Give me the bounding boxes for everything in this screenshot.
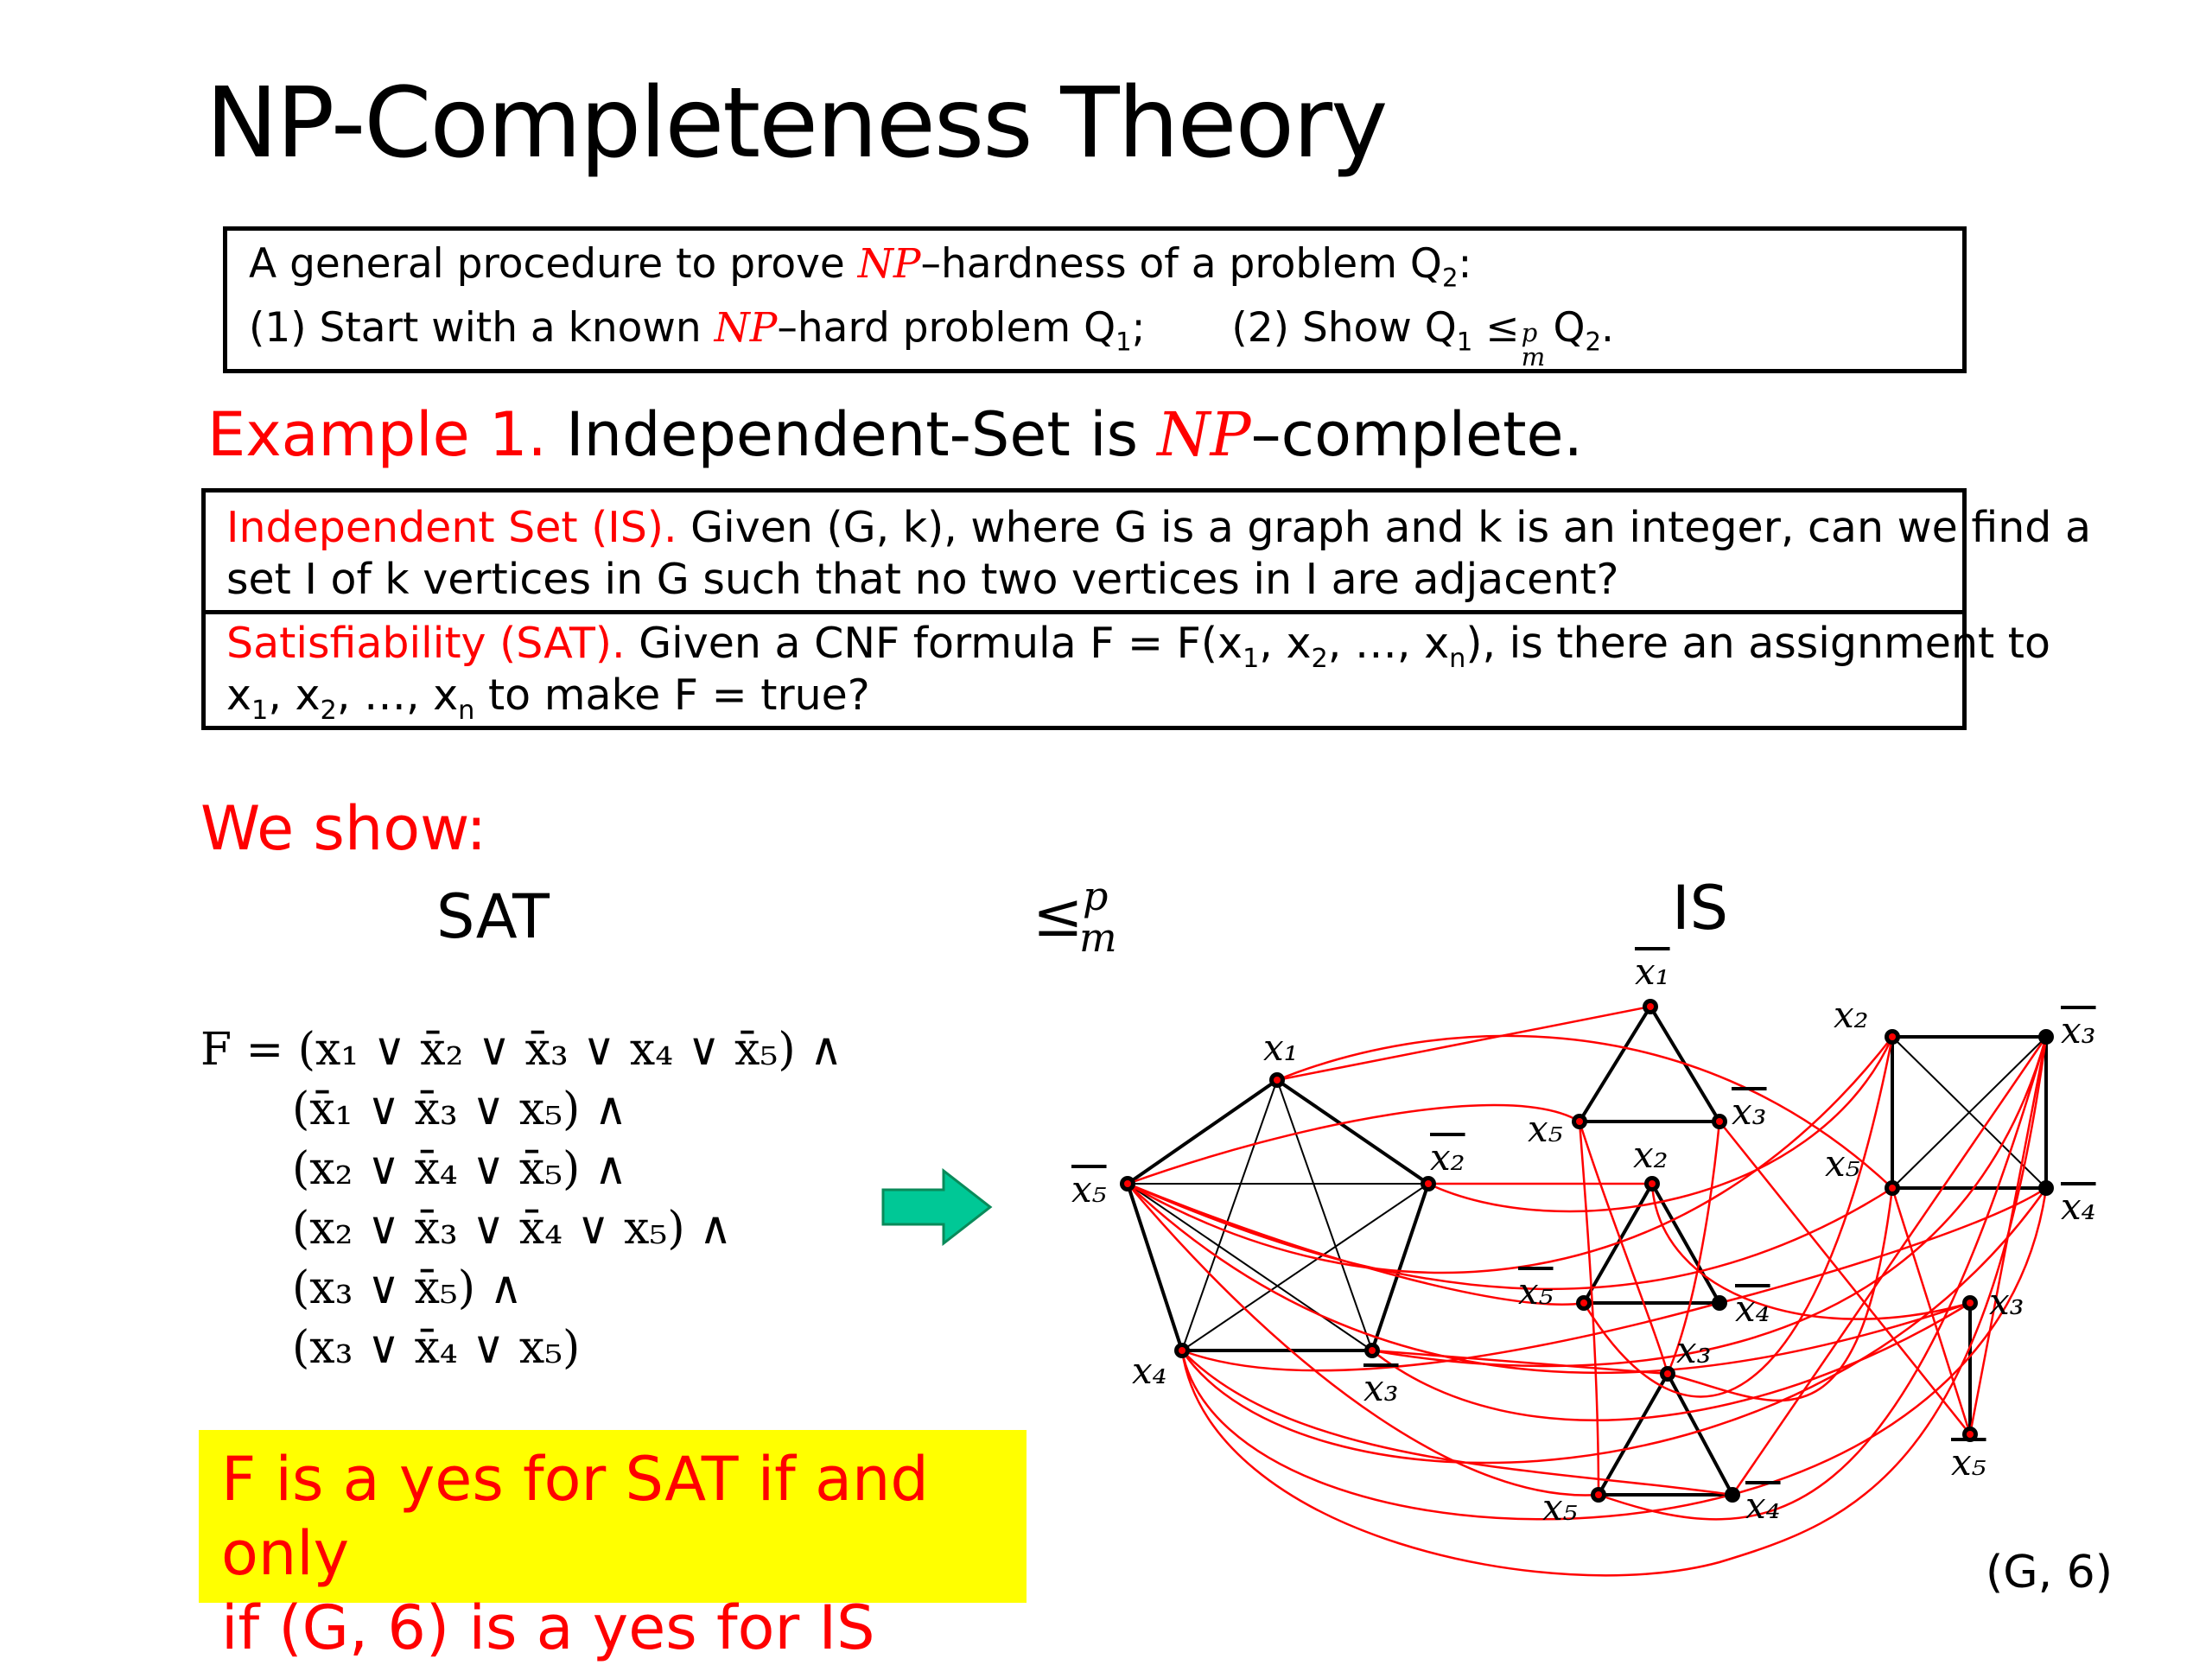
conclusion-line-2: if (G, 6) is a yes for IS	[221, 1592, 875, 1663]
example-title: Example 1. Independent-Set is NP–complet…	[207, 399, 1583, 470]
vertex-label-t2-r: x₄	[1735, 1287, 1770, 1330]
sat-definition-line-1: Satisfiability (SAT). Given a CNF formul…	[226, 619, 2050, 674]
vertex-label-p-x3: x₃	[1363, 1367, 1399, 1409]
is-definition-line-2: set I of k vertices in G such that no tw…	[226, 555, 1619, 604]
vertex-label-t1-r: x₃	[1732, 1090, 1767, 1133]
formula-line-1: F = (x₁ ∨ x̄₂ ∨ x̄₃ ∨ x₄ ∨ x̄₅) ∧	[200, 1024, 843, 1076]
formula-line-2: (x̄₁ ∨ x̄₃ ∨ x₅) ∧	[292, 1084, 627, 1135]
vertex-label-p-x2: x₂	[1430, 1136, 1465, 1179]
vertex-label-t3-l: x₅	[1542, 1486, 1578, 1528]
vertex-label-s-bl: x₅	[1825, 1142, 1860, 1185]
vertex-label-p-x5: x₅	[1071, 1168, 1107, 1211]
clause-triangles	[1576, 1003, 1736, 1497]
clause-1-clique	[1126, 1078, 1430, 1352]
right-arrow-icon	[881, 1168, 993, 1246]
formula-line-3: (x₂ ∨ x̄₄ ∨ x̄₅) ∧	[292, 1143, 627, 1195]
vertex-label-t3-r: x₄	[1745, 1484, 1781, 1527]
formula-line-5: (x₃ ∨ x̄₅) ∧	[292, 1262, 523, 1314]
sat-label: SAT	[436, 881, 550, 952]
is-definition-line-1: Independent Set (IS). Given (G, k), wher…	[226, 503, 2092, 552]
procedure-box	[223, 226, 1967, 373]
vertex-label-t1-l: x₅	[1528, 1108, 1563, 1150]
we-show-heading: We show:	[200, 793, 487, 864]
conclusion-line-1: F is a yes for SAT if and only	[221, 1444, 929, 1589]
vertex-label-p-x4: x₄	[1132, 1350, 1167, 1392]
vertex-label-e-bot: x₅	[1951, 1441, 1986, 1484]
sat-definition-line-2: x1, x2, …, xn to make F = true?	[226, 670, 870, 726]
vertex-label-s-tl: x₂	[1834, 994, 1869, 1036]
definitions-box	[201, 488, 1967, 730]
formula-line-4: (x₂ ∨ x̄₃ ∨ x̄₄ ∨ x₅) ∧	[292, 1203, 733, 1255]
page-title: NP-Completeness Theory	[206, 67, 1388, 180]
procedure-line-1: A general procedure to prove NP–hardness…	[249, 240, 1472, 293]
vertex-label-e-top: x₃	[1989, 1281, 2024, 1323]
clause-4-clique	[1891, 1035, 2048, 1190]
vertex-label-p-x1: x₁	[1263, 1026, 1299, 1069]
is-label: IS	[1672, 873, 1729, 944]
vertex-label-s-br: x₄	[2061, 1185, 2096, 1228]
vertex-label-s-tr: x₃	[2061, 1009, 2096, 1052]
conflict-edges	[1127, 1005, 2048, 1577]
formula-line-6: (x₃ ∨ x̄₄ ∨ x₅)	[292, 1322, 581, 1374]
vertex-label-t3-top: x₃	[1676, 1329, 1712, 1371]
conclusion-highlight: F is a yes for SAT if and only if (G, 6)…	[199, 1430, 1027, 1663]
graph-caption: (G, 6)	[1986, 1547, 2113, 1598]
vertex-label-t2-top: x₂	[1633, 1134, 1669, 1176]
reduction-symbol: ≤ p m	[1033, 873, 1117, 961]
vertex-label-t1-top: x₁	[1635, 950, 1670, 993]
vertex-label-t2-l: x₅	[1518, 1270, 1554, 1312]
definitions-divider	[201, 610, 1967, 614]
